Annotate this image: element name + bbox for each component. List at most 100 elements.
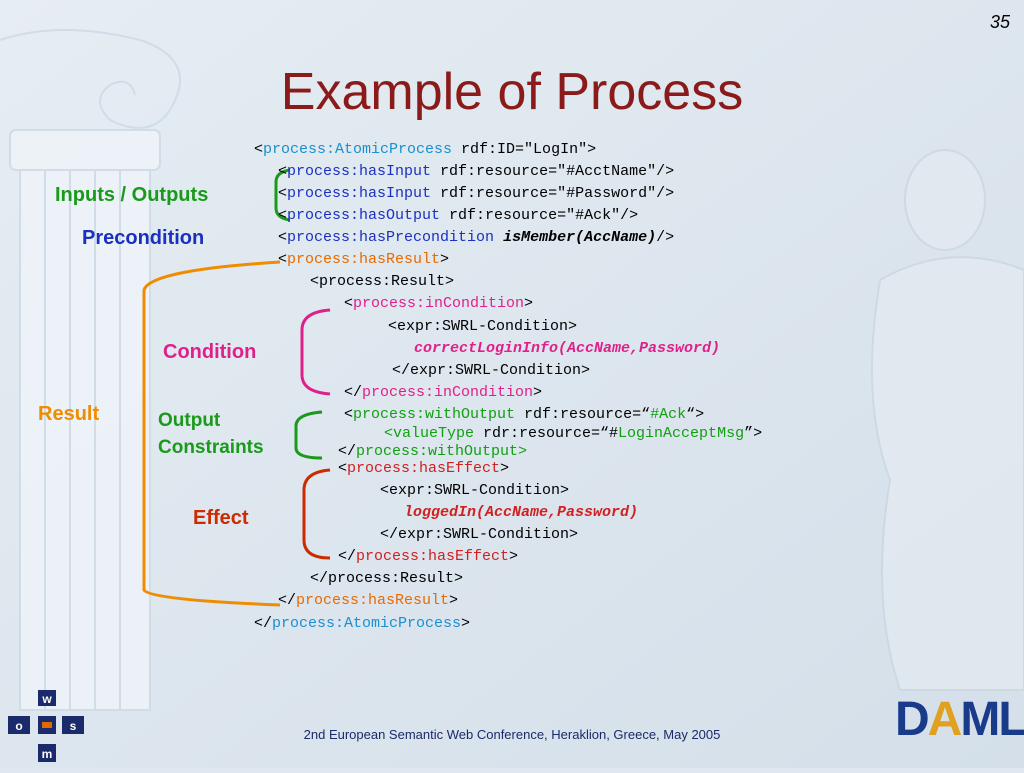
code-token: process:withOutput>	[356, 443, 528, 460]
code-token: <	[338, 460, 348, 477]
svg-text:s: s	[70, 719, 77, 733]
code-token: <	[278, 229, 288, 246]
code-token: </	[338, 548, 357, 565]
code-token: <	[278, 163, 288, 180]
code-token: LoginAcceptMsg	[618, 425, 745, 442]
wosm-logo-graphic: w o s m	[8, 690, 84, 762]
code-line: <process:hasEffect>	[338, 460, 509, 477]
code-line: <process:hasPrecondition isMember(AccNam…	[278, 229, 674, 246]
code-token: process:hasPrecondition	[287, 229, 495, 246]
code-token: >	[449, 592, 459, 609]
code-token: process:AtomicProcess	[272, 615, 462, 632]
code-token: <expr:SWRL-Condition>	[380, 482, 570, 499]
svg-text:w: w	[41, 692, 52, 706]
code-line: <process:AtomicProcess rdf:ID="LogIn">	[254, 141, 596, 158]
code-token: >	[461, 615, 471, 632]
code-token: process:withOutput	[353, 406, 516, 423]
code-line: <process:hasOutput rdf:resource="#Ack"/>	[278, 207, 638, 224]
code-line: <process:hasInput rdf:resource="#Passwor…	[278, 185, 674, 202]
label-output-constraints-line2: Constraints	[158, 437, 264, 458]
code-line: </expr:SWRL-Condition>	[392, 362, 590, 379]
code-token: </	[254, 615, 273, 632]
code-token: </expr:SWRL-Condition>	[392, 362, 591, 379]
label-condition: Condition	[163, 341, 257, 363]
code-token: >	[440, 251, 450, 268]
code-line: </process:AtomicProcess>	[254, 615, 470, 632]
label-inputs-outputs: Inputs / Outputs	[55, 184, 209, 206]
code-line: </process:Result>	[310, 570, 463, 587]
code-line: correctLoginInfo(AccName,Password)	[414, 340, 720, 357]
code-token: process:hasOutput	[287, 207, 441, 224]
code-token: <valueType	[384, 425, 475, 442]
code-token: rdf:resource="#Password"/>	[431, 185, 675, 202]
slide-title: Example of Process	[280, 63, 744, 121]
code-token	[494, 229, 503, 246]
code-token: rdr:resource=“#	[474, 425, 619, 442]
daml-logo-a: A	[927, 693, 963, 746]
code-token: <expr:SWRL-Condition>	[388, 318, 578, 335]
inputs-outputs-bracket	[274, 168, 291, 222]
code-token: >	[509, 548, 519, 565]
code-line: loggedIn(AccName,Password)	[404, 504, 638, 521]
output-constraints-bracket	[294, 410, 323, 460]
code-line: </process:hasEffect>	[338, 548, 518, 565]
code-token: process:hasInput	[287, 163, 432, 180]
code-line: <process:withOutput rdf:resource=“#Ack“>	[344, 406, 704, 423]
code-line: <expr:SWRL-Condition>	[380, 482, 569, 499]
code-token: rdf:resource="#AcctName"/>	[431, 163, 675, 180]
svg-text:m: m	[42, 747, 53, 761]
code-token: </	[338, 443, 357, 460]
code-token: process:AtomicProcess	[263, 141, 453, 158]
svg-text:o: o	[15, 719, 22, 733]
code-token: #Ack	[650, 406, 687, 423]
code-token: <	[254, 141, 264, 158]
code-line: <process:hasInput rdf:resource="#AcctNam…	[278, 163, 674, 180]
code-token: >	[524, 295, 534, 312]
code-token: loggedIn(AccName,Password)	[404, 504, 639, 521]
code-token: <	[278, 207, 288, 224]
result-bracket	[142, 260, 281, 607]
code-token: isMember(AccName)	[503, 229, 657, 246]
code-token: />	[656, 229, 675, 246]
code-token: ”>	[744, 425, 763, 442]
code-token: correctLoginInfo(AccName,Password)	[414, 340, 721, 357]
code-token: <	[278, 251, 288, 268]
code-line: <process:hasResult>	[278, 251, 449, 268]
code-token: <process:Result>	[310, 273, 455, 290]
code-token: rdf:resource=“	[515, 406, 651, 423]
label-precondition: Precondition	[82, 227, 205, 249]
code-token: >	[500, 460, 510, 477]
code-token: <	[278, 185, 288, 202]
code-line: <valueType rdr:resource=“#LoginAcceptMsg…	[384, 425, 762, 442]
wosm-logo: w o s m	[0, 688, 90, 768]
code-token: process:hasEffect	[356, 548, 510, 565]
code-line: </expr:SWRL-Condition>	[380, 526, 578, 543]
code-token: </	[344, 384, 363, 401]
code-line: </process:hasResult>	[278, 592, 458, 609]
daml-logo-ml: ML	[960, 693, 1024, 746]
code-token: process:hasInput	[287, 185, 432, 202]
label-result: Result	[38, 403, 100, 425]
code-token: >	[533, 384, 543, 401]
code-token: rdf:ID="LogIn">	[452, 141, 597, 158]
code-token: process:inCondition	[353, 295, 525, 312]
condition-bracket	[300, 308, 331, 396]
code-token: “>	[686, 406, 705, 423]
code-token: </	[278, 592, 297, 609]
effect-bracket	[302, 468, 331, 560]
code-token: </expr:SWRL-Condition>	[380, 526, 579, 543]
code-token: </process:Result>	[310, 570, 464, 587]
code-token: process:hasEffect	[347, 460, 501, 477]
label-output-constraints-line1: Output	[158, 410, 221, 431]
code-line: <expr:SWRL-Condition>	[388, 318, 577, 335]
label-effect: Effect	[193, 507, 249, 529]
code-line: </process:inCondition>	[344, 384, 542, 401]
code-token: <	[344, 295, 354, 312]
code-line: </process:withOutput>	[338, 443, 527, 460]
daml-logo-d: D	[895, 693, 930, 746]
code-token: <	[344, 406, 354, 423]
code-token: process:inCondition	[362, 384, 534, 401]
code-token: rdf:resource="#Ack"/>	[440, 207, 639, 224]
